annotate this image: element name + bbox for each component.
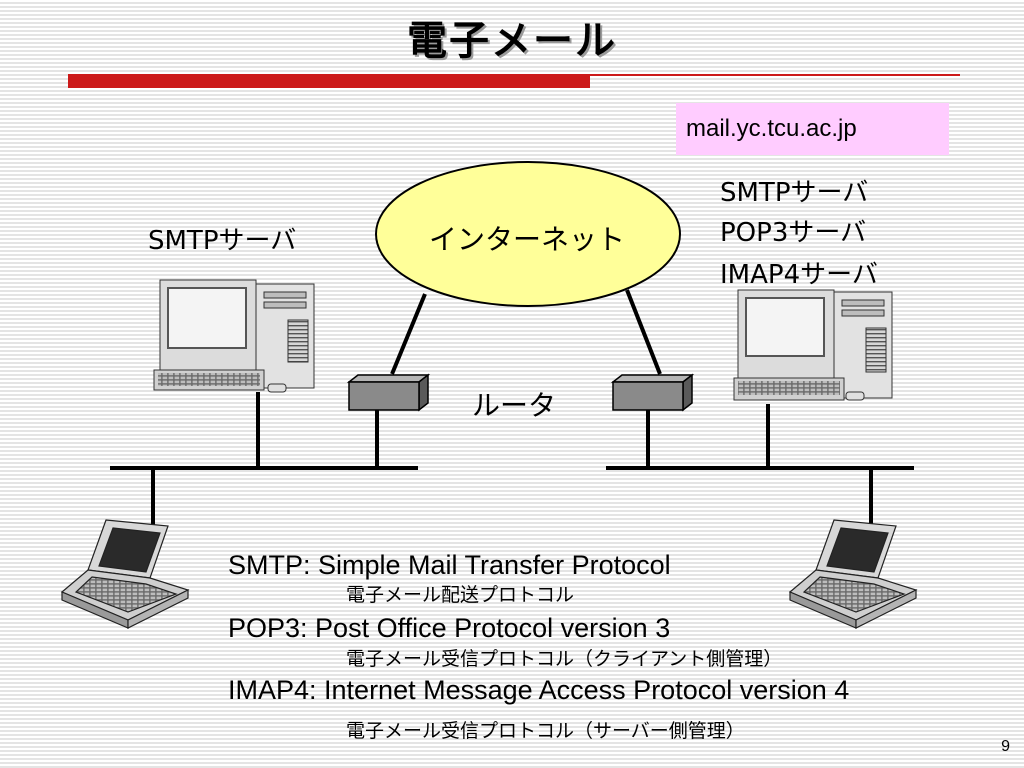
page-number: 9 xyxy=(1001,738,1010,755)
right-server-label-pop3: POP3サーバ xyxy=(720,218,867,248)
imap4-definition: IMAP4: Internet Message Access Protocol … xyxy=(228,675,850,705)
left-server-desktop-icon xyxy=(153,279,315,393)
imap4-description: 電子メール受信プロトコル（サーバー側管理） xyxy=(346,720,745,742)
pop3-definition: POP3: Post Office Protocol version 3 xyxy=(228,613,671,643)
right-server-label-smtp: SMTPサーバ xyxy=(720,178,869,208)
right-server-label-imap4: IMAP4サーバ xyxy=(720,260,878,290)
internet-ellipse xyxy=(375,161,681,307)
hostname-box: mail.yc.tcu.ac.jp xyxy=(676,103,949,155)
slide-title: 電子メール xyxy=(407,18,617,64)
smtp-description: 電子メール配送プロトコル xyxy=(346,584,575,606)
router-icon xyxy=(610,373,695,412)
title-underline-line xyxy=(590,74,960,76)
right-client-laptop-icon xyxy=(788,519,918,629)
left-client-laptop-icon xyxy=(60,519,190,629)
right-server-desktop-icon xyxy=(733,289,893,401)
network-lines xyxy=(110,289,914,530)
router-label: ルータ xyxy=(472,389,557,422)
left-router-uplink xyxy=(390,293,427,375)
router-icon xyxy=(346,373,431,412)
hostname-text: mail.yc.tcu.ac.jp xyxy=(686,115,857,142)
left-server-label: SMTPサーバ xyxy=(148,226,297,256)
smtp-definition: SMTP: Simple Mail Transfer Protocol xyxy=(228,550,671,580)
title-underline-bar xyxy=(68,74,590,88)
internet-label: インターネット xyxy=(428,223,625,256)
pop3-description: 電子メール受信プロトコル（クライアント側管理） xyxy=(346,648,783,670)
right-router-uplink xyxy=(625,289,662,375)
